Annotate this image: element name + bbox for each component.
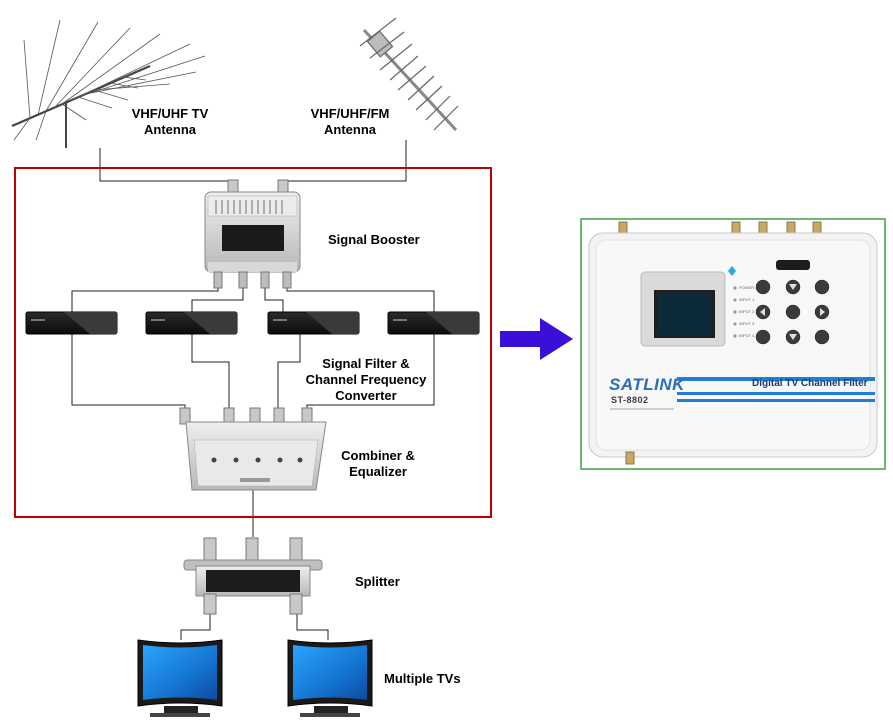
satlink-device [588, 221, 878, 465]
combiner-equalizer-label-line1: Combiner & [341, 448, 415, 463]
right-arrow-icon [500, 318, 573, 360]
signal-filter-icons [25, 311, 480, 335]
splitter-label: Splitter [355, 574, 400, 589]
device-led-label-input2: INPUT 2 [739, 309, 755, 314]
signal-filter-label-line2: Channel Frequency [305, 372, 427, 387]
device-led-label-input1: INPUT 1 [739, 297, 755, 302]
tv-icon-2 [287, 639, 373, 717]
signal-booster-icon [204, 179, 301, 289]
vhf-uhf-fm-antenna-label-line2: Antenna [324, 122, 376, 137]
device-brand-logo: SATLINK [609, 375, 685, 394]
signal-filter-3 [267, 311, 360, 335]
vhf-uhf-fm-antenna-label-line1: VHF/UHF/FM [310, 106, 390, 121]
vhf-uhf-tv-antenna-icon [11, 19, 206, 148]
signal-filter-4 [387, 311, 480, 335]
system-box [14, 167, 492, 518]
signal-filter-2 [145, 311, 238, 335]
yagi-antenna-icon [359, 17, 459, 132]
vhf-uhf-tv-antenna-label-line2: Antenna [144, 122, 196, 137]
device-box [580, 218, 886, 470]
device-product-name: Digital TV Channel Filter [752, 378, 868, 389]
signal-filter-label-line3: Converter [335, 388, 397, 403]
splitter-icon [183, 537, 323, 615]
vhf-uhf-tv-antenna-label-line1: VHF/UHF TV [131, 106, 209, 121]
combiner-equalizer-label: Combiner & Equalizer [330, 448, 426, 480]
signal-filter-label-line1: Signal Filter & [322, 356, 410, 371]
vhf-uhf-fm-antenna-label: VHF/UHF/FM Antenna [296, 106, 404, 138]
vhf-uhf-tv-antenna-label: VHF/UHF TV Antenna [118, 106, 222, 138]
signal-filter-1 [25, 311, 118, 335]
signal-booster-label: Signal Booster [328, 232, 420, 247]
combiner-equalizer-label-line2: Equalizer [349, 464, 407, 479]
device-led-label-input3: INPUT 3 [739, 321, 755, 326]
signal-filter-label: Signal Filter & Channel Frequency Conver… [296, 356, 436, 404]
multiple-tvs-label: Multiple TVs [384, 671, 461, 686]
combiner-equalizer-icon [179, 407, 327, 491]
device-led-label-power: POWER [739, 285, 755, 290]
tv-icon-1 [137, 639, 223, 717]
device-led-label-input4: INPUT 4 [739, 333, 755, 338]
device-model: ST-8802 [611, 395, 649, 405]
